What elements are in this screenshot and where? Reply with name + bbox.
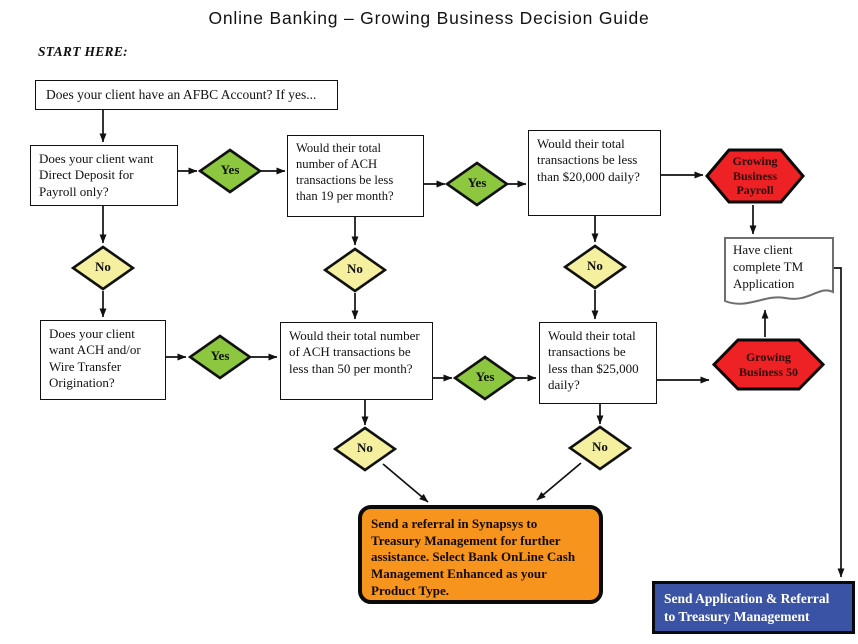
page-title: Online Banking – Growing Business Decisi… [208,8,650,28]
doc-label: Have client complete TM Application [733,242,804,291]
referral-instruction-box: Send a referral in Synapsys to Treasury … [358,505,603,604]
node-direct-deposit-question: Does your client want Direct Deposit for… [30,145,178,206]
yes-label: Yes [210,348,230,363]
no-diamond-direct-deposit: No [71,245,135,291]
node-afbc-question: Does your client have an AFBC Account? I… [35,80,338,110]
no-diamond-ach-50: No [333,426,397,472]
node-ach-19-question: Would their total number of ACH transact… [287,135,424,217]
terminal-growing-business-payroll: Growing Business Payroll [705,147,805,205]
no-label: No [357,440,373,455]
hex-payroll-label: Growing Business Payroll [732,154,778,198]
hex-50-label: Growing Business 50 [738,350,799,379]
no-diamond-20000: No [563,244,627,290]
yes-diamond-ach-50: Yes [453,355,517,401]
node-ach-50-question: Would their total number of ACH transact… [280,322,433,400]
send-application-box: Send Application & Referral to Treasury … [652,581,855,634]
no-label: No [95,259,111,274]
no-diamond-25000: No [568,425,632,471]
yes-label: Yes [467,175,487,190]
node-20000-daily-question: Would their total transactions be less t… [528,130,661,216]
yes-diamond-direct-deposit: Yes [198,148,262,194]
terminal-growing-business-50: Growing Business 50 [712,337,825,392]
yes-label: Yes [220,162,240,177]
yes-diamond-ach-wire: Yes [188,334,252,380]
node-25000-daily-question: Would their total transactions be less t… [539,322,657,404]
no-diamond-ach-19: No [323,247,387,293]
no-label: No [347,261,363,276]
yes-diamond-ach-19: Yes [445,161,509,207]
document-tm-application: Have client complete TM Application [723,236,835,312]
start-here-label: START HERE: [38,44,128,59]
yes-label: Yes [475,369,495,384]
no-label: No [587,258,603,273]
no-label: No [592,439,608,454]
node-ach-wire-question: Does your client want ACH and/or Wire Tr… [40,320,166,400]
